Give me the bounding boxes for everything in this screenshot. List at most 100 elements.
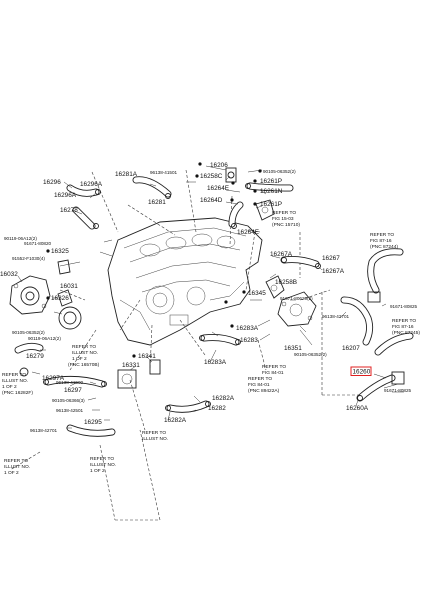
- label-16282A: 16282A: [212, 395, 235, 402]
- label-16264E-b: 16264E: [237, 229, 259, 236]
- refer-illust-16570B: REFER TO ILLUST NO. 1 OF 2 (PNC 16570B): [68, 344, 100, 368]
- label-16341: 16341: [138, 353, 156, 360]
- hose-16278: [72, 206, 96, 230]
- svg-text:(PNC 87245): (PNC 87245): [392, 330, 420, 336]
- hose-16295: [66, 424, 116, 437]
- hose-16260: [356, 374, 396, 402]
- label-16260: 16260: [353, 369, 371, 376]
- label-16261N: 16261N: [260, 188, 283, 195]
- label-91552-F1030: 91552-F1030(4): [12, 256, 45, 261]
- hose-16282: [166, 400, 210, 413]
- svg-text:REFER TO: REFER TO: [248, 376, 272, 382]
- hose-16296: [66, 184, 100, 197]
- label-91671-80825-b: 91671-80825: [384, 388, 412, 393]
- label-96138-41500: 96138-41500: [56, 380, 84, 385]
- label-16296A-b: 16296A: [54, 192, 77, 199]
- hose-16281: [132, 176, 172, 198]
- dashed-guides: [9, 169, 360, 521]
- leader-lines: [17, 165, 404, 429]
- label-16260A: 16260A: [346, 405, 369, 412]
- label-16297A: 16297A: [42, 375, 65, 382]
- label-90119-06A12-b: 90119-06A12(2): [28, 336, 61, 341]
- part-labels: 16296 16296A 16296A 16278 90119-06A12(2)…: [0, 162, 418, 433]
- svg-text:1 OF 2: 1 OF 2: [90, 468, 105, 474]
- refer-notes: REFER TO FIG 15-03 (PNC 15710) REFER TO …: [2, 210, 420, 476]
- label-16206: 16206: [210, 162, 228, 169]
- hose-16264D: [228, 201, 244, 228]
- highlight-box: [350, 366, 372, 376]
- label-90119-06A12: 90119-06A12(2): [4, 236, 37, 241]
- label-16345: 16345: [248, 290, 266, 297]
- hose-87244: [367, 248, 404, 294]
- highlight-16260: 16260: [350, 366, 372, 376]
- label-96138-42501: 96138-42501: [56, 408, 84, 413]
- components: [9, 167, 405, 411]
- label-16264E: 16264E: [207, 185, 229, 192]
- svg-text:1 OF 2: 1 OF 2: [4, 470, 19, 476]
- label-16267A-b: 16267A: [322, 268, 345, 275]
- svg-text:REFER TO: REFER TO: [262, 364, 286, 370]
- label-16283A: 16283A: [236, 325, 259, 332]
- label-90105-06352-b: 90105-06352(2): [263, 169, 296, 174]
- refer-illust-16282F: REFER TO ILLUST NO. 1 OF 2 (PNC 16282F): [2, 372, 33, 396]
- refer-fig-84-01-a: REFER TO FIG 84-01: [262, 364, 286, 376]
- label-16258B: 16258B: [275, 279, 297, 286]
- hose-16261N: [246, 182, 294, 192]
- svg-text:FIG 87-16: FIG 87-16: [392, 324, 414, 330]
- svg-text:REFER TO: REFER TO: [392, 318, 416, 324]
- svg-text:(PNC 87244): (PNC 87244): [370, 244, 398, 250]
- label-16031: 16031: [60, 283, 78, 290]
- svg-text:REFER TO: REFER TO: [90, 456, 114, 462]
- svg-text:FIG 84-01: FIG 84-01: [248, 382, 270, 388]
- label-96138-41501: 96138-41501: [150, 170, 178, 175]
- label-16267A: 16267A: [270, 251, 293, 258]
- svg-text:(PNC 89422A): (PNC 89422A): [248, 388, 280, 394]
- svg-text:(PNC 16282F): (PNC 16282F): [2, 390, 33, 396]
- housing-16031: [57, 289, 73, 307]
- label-16261P-b: 16261P: [260, 201, 282, 208]
- label-16325: 16325: [51, 248, 69, 255]
- svg-text:REFER TO: REFER TO: [370, 232, 394, 238]
- label-16296: 16296: [43, 179, 61, 186]
- throttle-16206: [225, 167, 237, 183]
- label-16297: 16297: [64, 387, 82, 394]
- label-16296A: 16296A: [80, 181, 103, 188]
- label-16264D: 16264D: [200, 197, 223, 204]
- water-outlet-16351: [277, 291, 317, 327]
- hose-16207: [340, 296, 374, 346]
- hose-87245: [374, 332, 414, 356]
- refer-illust-d: REFER TO ILLUST NO. 1 OF 2: [4, 458, 30, 476]
- label-16032: 16032: [0, 271, 18, 278]
- label-90105-06352-c: 90105-06352(2): [294, 352, 327, 357]
- svg-text:(PNC 16570B): (PNC 16570B): [68, 362, 100, 368]
- label-91671-80620: 91671-80620(2): [280, 296, 313, 301]
- svg-text:ILLUST NO.: ILLUST NO.: [72, 350, 98, 356]
- svg-text:1 OF 2: 1 OF 2: [2, 384, 17, 390]
- thermostat-16331: [117, 359, 161, 389]
- label-16282: 16282: [208, 405, 226, 412]
- svg-text:ILLUST NO.: ILLUST NO.: [142, 436, 168, 442]
- svg-text:REFER TO: REFER TO: [4, 458, 28, 464]
- callout-dots: [46, 162, 262, 358]
- pulley-16326: [58, 306, 82, 330]
- svg-text:ILLUST NO.: ILLUST NO.: [2, 378, 28, 384]
- svg-text:REFER TO: REFER TO: [272, 210, 296, 216]
- label-90105-06352-a: 90105-06352(2): [12, 330, 45, 335]
- label-16295: 16295: [84, 419, 102, 426]
- label-91671-80825: 91671-80825: [390, 304, 418, 309]
- hose-16283: [200, 334, 240, 346]
- component-15710: [255, 199, 275, 221]
- label-16278: 16278: [60, 207, 78, 214]
- refer-fig-15-03: REFER TO FIG 15-03 (PNC 15710): [272, 210, 300, 228]
- svg-text:REFER TO: REFER TO: [72, 344, 96, 350]
- water-pump: [9, 275, 51, 315]
- label-16207: 16207: [342, 345, 360, 352]
- label-91671-80820: 91671-80820: [24, 241, 52, 246]
- refer-fig-87-16-a: REFER TO FIG 87-16 (PNC 87244): [370, 232, 398, 250]
- label-96138-42701-b: 96138-42701: [322, 314, 350, 319]
- refer-fig-87-16-b: REFER TO FIG 87-16 (PNC 87245): [392, 318, 420, 336]
- svg-text:FIG 84-01: FIG 84-01: [262, 370, 284, 376]
- svg-text:1 OF 2: 1 OF 2: [72, 356, 87, 362]
- svg-text:ILLUST NO.: ILLUST NO.: [90, 462, 116, 468]
